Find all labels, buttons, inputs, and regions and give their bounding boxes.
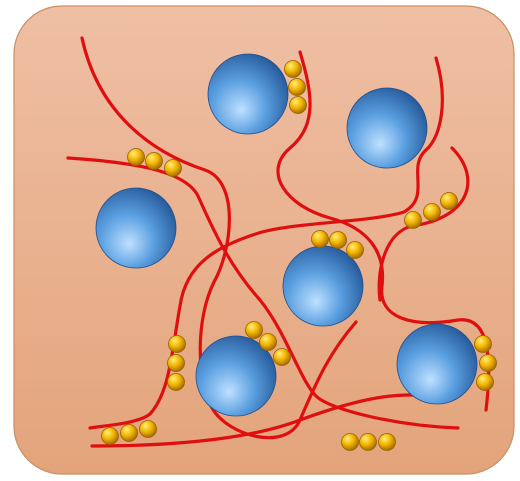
bead-1-3 [290,97,307,114]
sphere-2 [347,88,427,168]
bead-8-3 [140,421,157,438]
bead-3-3 [441,193,458,210]
sphere-1 [208,54,288,134]
bead-cluster-6 [168,336,186,391]
sphere-4 [283,246,363,326]
bead-7-1 [475,336,492,353]
bead-7-3 [477,374,494,391]
bead-8-1 [102,428,119,445]
bead-4-2 [330,232,347,249]
bead-1-1 [285,61,302,78]
bead-1-2 [289,79,306,96]
bead-2-2 [146,153,163,170]
bead-2-3 [165,160,182,177]
bead-6-3 [168,374,185,391]
bead-6-2 [168,355,185,372]
bead-3-1 [405,212,422,229]
bead-9-3 [379,434,396,451]
bead-9-1 [342,434,359,451]
bead-5-3 [274,349,291,366]
bead-cluster-9 [342,434,396,451]
sphere-3 [96,188,176,268]
bead-5-2 [260,334,277,351]
bead-4-3 [347,242,364,259]
bead-6-1 [169,336,186,353]
sphere-6 [397,324,477,404]
bead-2-1 [128,149,145,166]
bead-5-1 [246,322,263,339]
bead-9-2 [360,434,377,451]
bead-4-1 [312,231,329,248]
bead-7-2 [480,355,497,372]
bead-8-2 [121,425,138,442]
bead-3-2 [424,204,441,221]
